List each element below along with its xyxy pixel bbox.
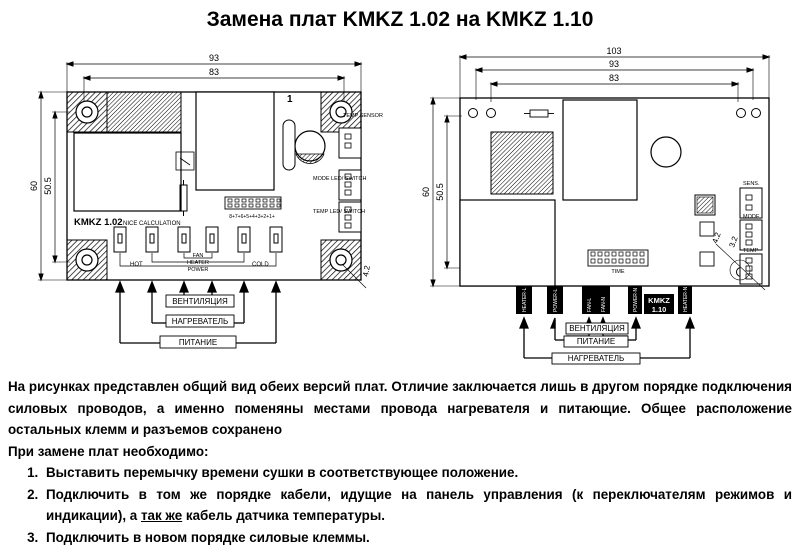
- step-2-part-b: кабель датчика температуры.: [182, 508, 385, 523]
- left-label-heater: НАГРЕВАТЕЛЬ: [172, 317, 229, 326]
- dim-left-50-5: 50.5: [43, 177, 53, 195]
- mode-label: MODE: [743, 214, 760, 220]
- temp-sensor-label: TEMP SENSOR: [343, 113, 383, 119]
- terminal-fan-n: FAN-N: [601, 297, 607, 312]
- steps-list: Выставить перемычку времени сушки в соот…: [8, 462, 792, 548]
- figures: 93 83 60 50.5 4.2 1 KMKZ 1.02 NICE CALCU…: [0, 40, 800, 370]
- step-2-part-a: Подключить в том же порядке кабели, идущ…: [46, 486, 792, 524]
- time-label: TIME: [611, 269, 624, 275]
- terminal-heater-n: HEATER-N: [683, 286, 689, 312]
- model-left: KMKZ 1.02: [74, 217, 123, 228]
- dim-left-60: 60: [29, 181, 39, 191]
- dim-right-93: 93: [609, 59, 619, 69]
- page-title: Замена плат KMKZ 1.02 на KMKZ 1.10: [206, 8, 594, 31]
- subtitle-left: NICE CALCULATION: [123, 221, 181, 227]
- hot-label: HOT: [130, 262, 143, 268]
- cold-label: COLD: [252, 262, 269, 268]
- dim-right-83: 83: [609, 73, 619, 83]
- dim-left-83: 83: [209, 67, 219, 77]
- paragraph-2: При замене плат необходимо:: [8, 443, 209, 459]
- dim-right-60: 60: [421, 187, 431, 197]
- dim-right-3-2: 3.2: [727, 235, 739, 249]
- sens-label: SENS.: [743, 181, 760, 187]
- dim-right-4-2: 4.2: [710, 231, 722, 245]
- step-3: Подключить в новом порядке силовые клемм…: [42, 527, 792, 549]
- mode-switch-label: MODE LED/ SWITCH: [313, 176, 367, 182]
- terminal-power-l: POWER-L: [553, 288, 559, 312]
- board-right: [430, 54, 771, 365]
- version-right: 1.10: [652, 305, 667, 314]
- terminal-heater-l: HEATER-L: [522, 287, 528, 312]
- heater-label: HEATER: [187, 260, 209, 266]
- right-label-heater: НАГРЕВАТЕЛЬ: [568, 354, 625, 363]
- dim-right-103: 103: [606, 46, 621, 56]
- terminal-fan-l: FAN-L: [587, 298, 593, 312]
- right-label-fan: ВЕНТИЛЯЦИЯ: [569, 324, 625, 333]
- pin-labels: 8+7+6+5+4+3+2+1+: [229, 214, 275, 220]
- instructions: На рисунках представлен общий вид обеих …: [8, 376, 792, 548]
- left-label-power: ПИТАНИЕ: [179, 338, 217, 347]
- fan-label: FAN: [193, 253, 204, 259]
- left-label-fan: ВЕНТИЛЯЦИЯ: [172, 297, 228, 306]
- num-1: 1: [287, 94, 293, 105]
- dim-right-50-5: 50.5: [435, 183, 445, 201]
- model-right: KMKZ: [648, 296, 670, 305]
- step-2-underlined: так же: [140, 508, 183, 523]
- temp-switch-label: TEMP LED/ SWITCH: [313, 209, 365, 215]
- paragraph-1: На рисунках представлен общий вид обеих …: [8, 379, 792, 437]
- step-2: Подключить в том же порядке кабели, идущ…: [42, 484, 792, 527]
- step-1: Выставить перемычку времени сушки в соот…: [42, 462, 792, 484]
- dim-left-93: 93: [209, 53, 219, 63]
- figure-drawings: 93 83 60 50.5 4.2 1 KMKZ 1.02 NICE CALCU…: [29, 46, 771, 365]
- right-label-power: ПИТАНИЕ: [577, 337, 615, 346]
- power-label: POWER: [188, 267, 209, 273]
- board-left: [38, 61, 367, 349]
- dim-left-4-2: 4.2: [361, 264, 372, 277]
- temp-label: TEMP: [743, 248, 759, 254]
- terminal-power-n: POWER-N: [633, 287, 639, 312]
